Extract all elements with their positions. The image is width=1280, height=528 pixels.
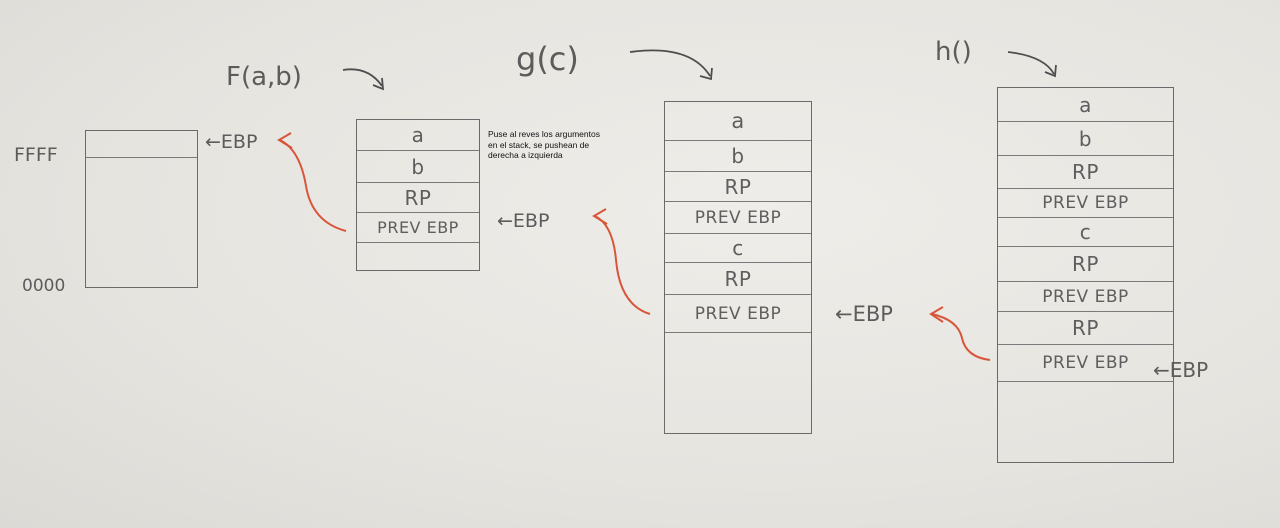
red-arrow-h [931, 313, 991, 361]
stack-f: a b RP PREV EBP [356, 119, 480, 271]
stack-g-cell-rp-2: RP [665, 263, 811, 295]
red-arrow-g [594, 215, 651, 315]
stack-g: a b RP PREV EBP c RP PREV EBP [664, 101, 812, 434]
stack-f-cell-b: b [357, 151, 479, 183]
red-arrow-f-head [277, 132, 293, 149]
title-arrow-h-head [1044, 64, 1057, 78]
stack-h-cell-prev-ebp: PREV EBP [998, 189, 1173, 218]
stack-h-cell-prev-ebp-2: PREV EBP [998, 282, 1173, 312]
ebp-label-h: ←EBP [1153, 358, 1209, 382]
function-f-title: F(a,b) [226, 62, 302, 92]
stack-g-cell-rp: RP [665, 172, 811, 202]
ebp-label-f: ←EBP [497, 210, 550, 232]
stack-g-cell-c: c [665, 234, 811, 263]
stack-g-cell-a: a [665, 102, 811, 141]
stack-g-cell-prev-ebp: PREV EBP [665, 202, 811, 234]
stack-h-cell-c: c [998, 218, 1173, 247]
stack-h-cell-a: a [998, 88, 1173, 122]
title-arrow-g [629, 49, 711, 77]
stack-h-cell-prev-ebp-3: PREV EBP [998, 345, 1173, 382]
stack-h-cell-rp-3: RP [998, 312, 1173, 345]
title-arrow-f-head [372, 77, 385, 91]
ebp-label-initial: ←EBP [205, 131, 258, 153]
title-arrow-g-head [699, 67, 713, 81]
stack-initial-top-cell [86, 131, 197, 158]
stack-h-cell-b: b [998, 122, 1173, 156]
stack-g-cell-prev-ebp-2: PREV EBP [665, 295, 811, 333]
function-h-title: h() [935, 37, 972, 67]
stack-f-cell-rp: RP [357, 183, 479, 213]
title-arrow-h [1007, 51, 1055, 75]
function-g-title: g(c) [516, 40, 579, 78]
stack-h-cell-rp-2: RP [998, 247, 1173, 282]
stack-f-cell-prev-ebp: PREV EBP [357, 213, 479, 243]
red-arrow-g-head [592, 208, 608, 225]
stack-g-cell-b: b [665, 141, 811, 172]
red-arrow-f [279, 139, 347, 232]
stack-initial [85, 130, 198, 288]
stack-h: a b RP PREV EBP c RP PREV EBP RP PREV EB… [997, 87, 1174, 463]
red-arrow-h-head [929, 306, 944, 323]
stack-h-cell-rp: RP [998, 156, 1173, 189]
address-top-label: FFFF [14, 144, 58, 166]
address-bottom-label: 0000 [22, 276, 66, 296]
title-arrow-f [342, 68, 383, 87]
stack-f-cell-a: a [357, 120, 479, 151]
ebp-label-g: ←EBP [835, 302, 893, 326]
note-text: Puse al reves los argumentos en el stack… [488, 129, 600, 160]
